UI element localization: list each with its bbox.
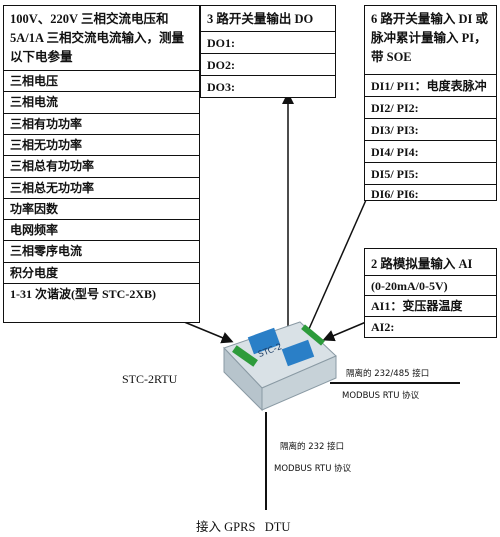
do-row-1: DO1: [201,31,335,53]
ai-header: 2 路模拟量输入 AI [371,257,473,271]
measurement-item: 三相电压 [4,70,199,91]
measurement-item-label: 1-31 次谐波(型号 STC-2XB) [10,287,156,301]
ai-row-2: AI1：变压器温度 [365,295,496,316]
di-arrow [301,199,367,344]
right-port-label-1: 隔离的 232/485 接口 [346,369,430,379]
measurement-item: 电网频率 [4,219,199,240]
ai-row-1: (0-20mA/0-5V) [365,275,496,295]
measurement-header: 100V、220V 三相交流电压和5A/1A 三相交流电流输入，测量以下电参量 [10,12,184,64]
di-row-1: DI1/ PI1：电度表脉冲 [365,74,496,96]
measurement-item: 三相总有功功率 [4,155,199,176]
device-name: STC-2RTU [122,372,178,386]
measurement-item: 三相零序电流 [4,240,199,261]
do-box: 3 路开关量输出 DO DO1: DO2: DO3: [200,5,336,98]
measurement-item-label: 三相电压 [10,74,59,88]
ai-arrow [322,321,367,342]
measurement-item: 功率因数 [4,197,199,219]
bottom-port-label-2: MODBUS RTU 协议 [274,464,352,474]
ai-box: 2 路模拟量输入 AI (0-20mA/0-5V) AI1：变压器温度 AI2: [364,248,497,338]
rtu-device-image [223,321,337,412]
measurement-item-label: 功率因数 [10,201,59,216]
di-row-2: DI2/ PI2: [365,96,496,118]
measurement-item: 积分电度 [4,261,199,283]
do-row-2: DO2: [201,53,335,75]
do-row-3: DO3: [201,75,335,97]
right-port-label-2: MODBUS RTU 协议 [342,391,420,401]
measurement-item: 1-31 次谐波(型号 STC-2XB) [4,283,199,304]
measurement-item: 三相有功功率 [4,112,199,134]
measurement-item-label: 三相电流 [10,95,59,110]
measurement-item-label: 三相无功功率 [10,137,83,152]
di-row-3: DI3/ PI3: [365,118,496,140]
measurement-item: 三相无功功率 [4,133,199,155]
measurement-item: 三相总无功功率 [4,176,199,198]
di-row-4: DI4/ PI4: [365,140,496,162]
di-box: 6 路开关量输入 DI 或脉冲累计量输入 PI，带 SOE DI1/ PI1：电… [364,5,497,201]
di-row-6: DI6/ PI6: [365,184,496,201]
measurement-item-label: 三相有功功率 [10,116,83,131]
gprs-dtu-label: 接入 GPRS DTU [196,520,291,534]
ai-row-3: AI2: [365,316,496,337]
do-header: 3 路开关量输出 DO [207,12,314,26]
measurement-item: 三相电流 [4,91,199,112]
di-row-5: DI5/ PI5: [365,162,496,184]
measurement-box: 100V、220V 三相交流电压和5A/1A 三相交流电流输入，测量以下电参量 … [3,5,200,323]
measurement-item-label: 三相零序电流 [10,244,83,259]
measurement-item-label: 积分电度 [10,265,59,280]
measurement-item-label: 电网频率 [10,223,59,238]
di-header: 6 路开关量输入 DI 或脉冲累计量输入 PI，带 SOE [371,12,489,64]
measurement-item-label: 三相总有功功率 [10,159,95,174]
bottom-port-label-1: 隔离的 232 接口 [280,442,345,452]
measurement-item-label: 三相总无功功率 [10,180,95,195]
